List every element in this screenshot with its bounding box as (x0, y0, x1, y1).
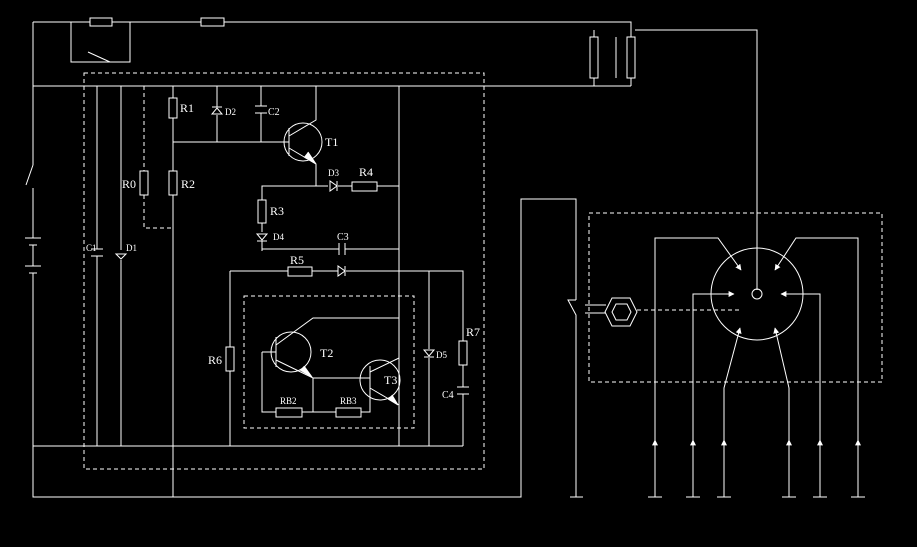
top-supply-line (32, 17, 632, 165)
label-t3: T3 (384, 373, 397, 387)
label-c1: C1 (86, 243, 97, 253)
r5-resistor (287, 266, 313, 277)
label-r6: R6 (208, 353, 222, 367)
darlington-outline (243, 295, 415, 429)
r7-resistor (458, 340, 468, 366)
d1-diode (114, 253, 128, 260)
t2-transistor (270, 331, 312, 373)
label-d4: D4 (273, 232, 284, 242)
c3-capacitor (338, 243, 346, 255)
label-d1: D1 (126, 243, 137, 253)
r4-resistor (351, 181, 378, 192)
c1-capacitor (91, 248, 103, 257)
spark-plug (604, 297, 638, 327)
d5-diode (422, 349, 436, 358)
label-r2: R2 (181, 177, 195, 191)
t3-transistor (359, 359, 401, 401)
c2-capacitor (255, 105, 267, 114)
r2-resistor (168, 170, 178, 196)
control-module-outline (83, 72, 485, 470)
rb3-resistor (335, 407, 362, 418)
d2-diode (210, 106, 224, 115)
label-c4: C4 (442, 390, 454, 401)
ignition-coil (589, 29, 758, 290)
switch-contact (87, 51, 111, 63)
battery-cell-1 (25, 237, 41, 246)
spark-gaps (652, 439, 861, 452)
label-r7: R7 (466, 325, 480, 339)
top-resistor-2 (200, 17, 225, 27)
battery-branch (25, 164, 577, 498)
battery-cell-2 (25, 265, 41, 274)
r0-resistor (139, 170, 149, 196)
label-d2: D2 (225, 107, 236, 117)
label-t2: T2 (320, 346, 333, 360)
plug-lead (567, 299, 577, 497)
label-d3: D3 (328, 168, 339, 178)
d3-diode (329, 180, 338, 192)
d4-diode (255, 233, 269, 242)
label-r1: R1 (180, 101, 194, 115)
label-rb3: RB3 (340, 396, 357, 406)
label-d5: D5 (436, 350, 447, 360)
top-resistor-1 (89, 17, 113, 27)
rotor-center (751, 288, 763, 300)
r1-resistor (168, 97, 178, 119)
rb2-resistor (275, 407, 303, 418)
label-r0: R0 (122, 177, 136, 191)
d-r5-diode (337, 265, 346, 277)
r6-resistor (225, 346, 235, 372)
label-r4: R4 (359, 165, 373, 179)
label-rb2: RB2 (280, 396, 297, 406)
t1-transistor (283, 122, 323, 162)
label-r5: R5 (290, 253, 304, 267)
label-t1: T1 (325, 135, 338, 149)
c4-capacitor (457, 386, 469, 395)
label-r3: R3 (270, 204, 284, 218)
label-c2: C2 (268, 107, 280, 118)
r3-resistor (257, 199, 267, 224)
label-c3: C3 (337, 232, 349, 243)
